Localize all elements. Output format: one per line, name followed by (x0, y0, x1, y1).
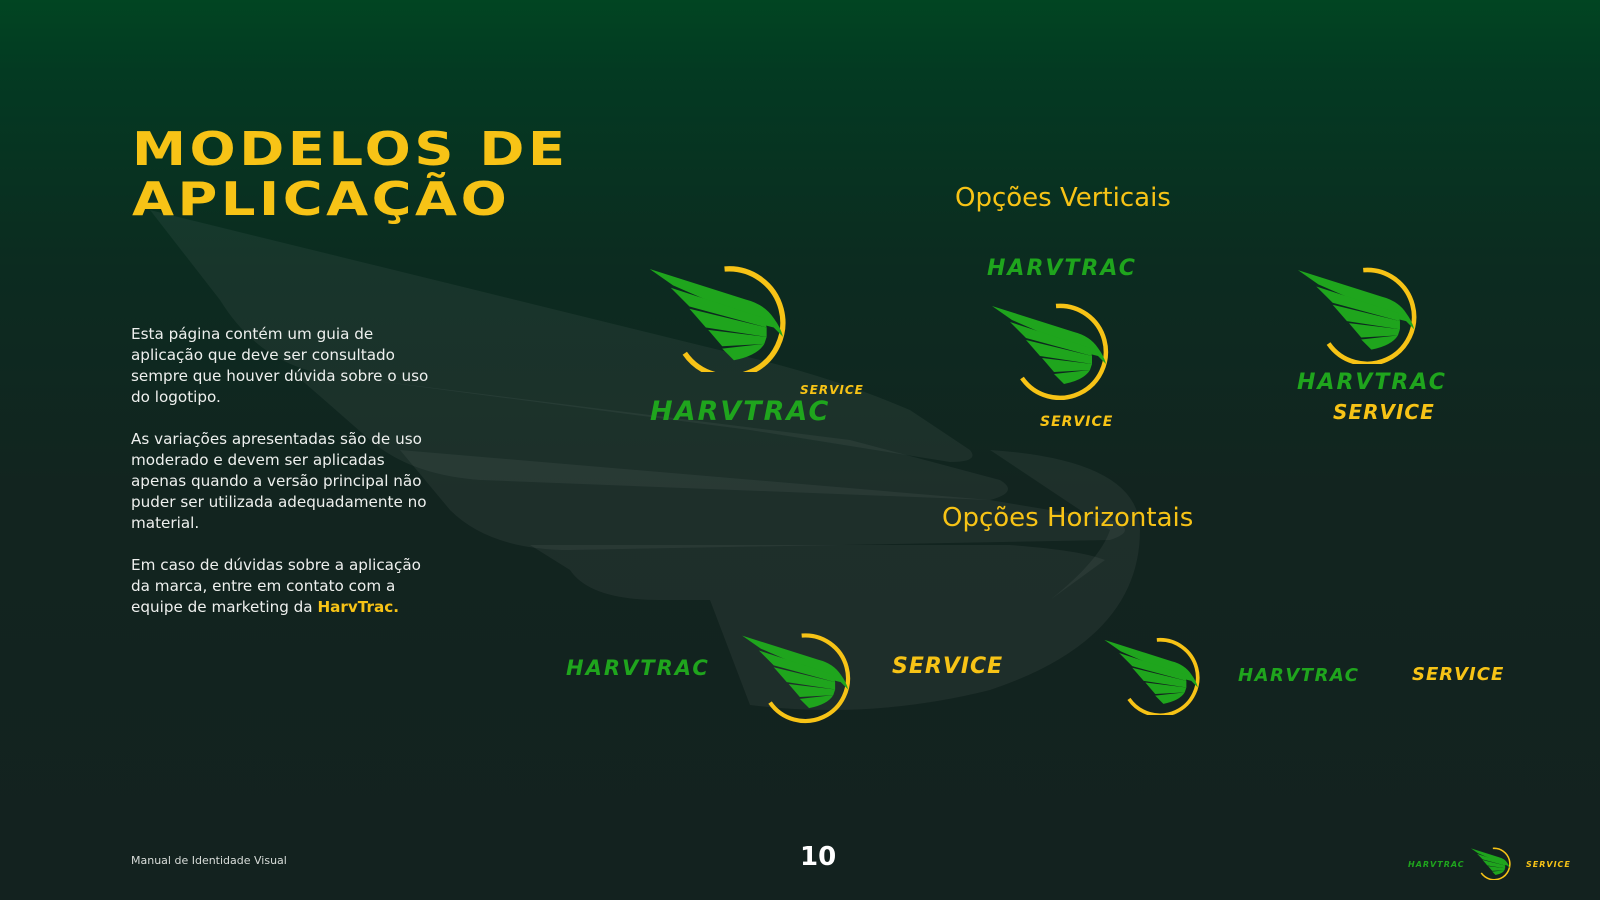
vertical-options-heading: Opções Verticais (955, 183, 1171, 213)
brand-highlight: HarvTrac. (317, 598, 400, 616)
logo-horizontal-2-harvtrac: HARVTRAC (1238, 665, 1360, 686)
description-text: Esta página contém um guia de aplicação … (131, 324, 441, 639)
paragraph-contact: Em caso de dúvidas sobre a aplicação da … (131, 555, 441, 618)
paragraph-variations: As variações apresentadas são de uso mod… (131, 430, 427, 532)
footer-logo-service: SERVICE (1526, 860, 1571, 869)
horizontal-options-heading: Opções Horizontais (942, 503, 1194, 533)
logo-vertical-2-harvtrac: HARVTRAC (987, 256, 1137, 281)
logo-vertical-1-harvtrac: HARVTRAC (650, 396, 831, 427)
background-wing-watermark (150, 210, 1140, 710)
eagle-wing-circle-icon (1470, 847, 1511, 880)
paragraph-contact-text: Em caso de dúvidas sobre a aplicação da … (131, 556, 421, 616)
eagle-wing-circle-icon (1102, 637, 1200, 715)
eagle-wing-circle-icon (1296, 264, 1446, 364)
logo-horizontal-2-service: SERVICE (1412, 664, 1505, 685)
logo-vertical-1-service: SERVICE (800, 383, 864, 397)
eagle-wing-circle-icon (740, 630, 880, 725)
page-title-line-2: Aplicação (132, 172, 511, 226)
logo-vertical-2-service: SERVICE (1040, 414, 1114, 430)
eagle-wing-circle-icon (648, 262, 828, 372)
page-number: 10 (800, 842, 837, 872)
logo-vertical-3-harvtrac: HARVTRAC (1297, 370, 1447, 395)
page-title: Modelos de Aplicação (132, 124, 569, 224)
paragraph-intro: Esta página contém um guia de aplicação … (131, 325, 429, 406)
footer-document-title: Manual de Identidade Visual (131, 854, 287, 867)
logo-vertical-3-service: SERVICE (1333, 400, 1435, 424)
logo-horizontal-1-harvtrac: HARVTRAC (566, 656, 710, 680)
footer-logo-harvtrac: HARVTRAC (1408, 860, 1465, 869)
page-title-line-1: Modelos de (132, 122, 569, 176)
logo-horizontal-1-service: SERVICE (892, 654, 1004, 679)
eagle-wing-circle-icon (990, 300, 1140, 400)
